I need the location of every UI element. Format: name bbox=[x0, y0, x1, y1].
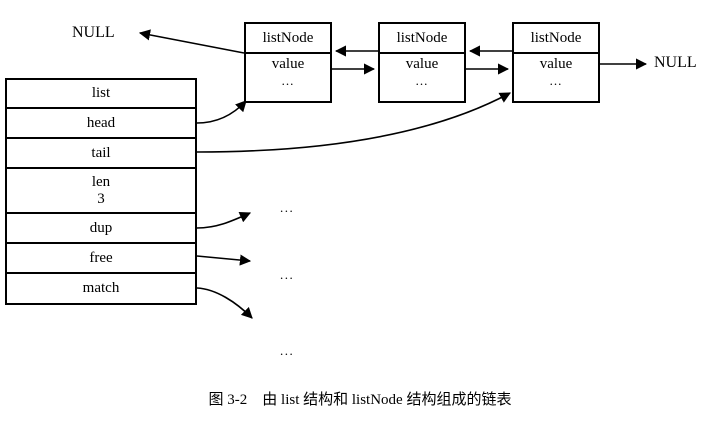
null-label-right: NULL bbox=[654, 54, 697, 71]
list-field-head-label: head bbox=[86, 114, 116, 131]
list-field-tail: tail bbox=[7, 139, 195, 169]
list-node-1-title: listNode bbox=[246, 24, 330, 54]
list-node-3: listNode value ... bbox=[512, 22, 600, 103]
arrow-head-to-node1 bbox=[196, 100, 247, 124]
list-field-len-value: 3 bbox=[97, 190, 105, 207]
list-node-2-body: value ... bbox=[380, 54, 464, 101]
list-node-2-more: ... bbox=[415, 72, 429, 88]
list-field-dup: dup bbox=[7, 214, 195, 244]
list-node-1-body: value ... bbox=[246, 54, 330, 101]
list-field-match-label: match bbox=[82, 280, 120, 296]
list-node-1: listNode value ... bbox=[244, 22, 332, 103]
list-field-free-label: free bbox=[89, 249, 113, 266]
list-field-free: free bbox=[7, 244, 195, 274]
list-field-len: len 3 bbox=[7, 169, 195, 214]
list-field-len-label: len bbox=[91, 173, 111, 190]
figure-caption: 图 3-2 由 list 结构和 listNode 结构组成的链表 bbox=[208, 392, 512, 408]
arrow-match-to-callback bbox=[196, 287, 253, 319]
list-field-dup-label: dup bbox=[89, 219, 113, 236]
list-struct-title: list bbox=[91, 85, 111, 101]
list-node-1-more: ... bbox=[281, 72, 295, 88]
null-label-left: NULL bbox=[72, 24, 115, 41]
callback-target-2: ... bbox=[280, 267, 295, 282]
list-field-head: head bbox=[7, 109, 195, 139]
arrow-free-to-callback bbox=[196, 254, 252, 266]
arrow-node1-prev-null bbox=[138, 29, 245, 54]
list-struct-title-row: list bbox=[7, 80, 195, 109]
list-field-tail-label: tail bbox=[91, 144, 111, 161]
list-node-2-title: listNode bbox=[380, 24, 464, 54]
list-node-2-value: value bbox=[405, 56, 439, 72]
arrow-dup-to-callback bbox=[196, 212, 252, 229]
callback-target-3: ... bbox=[280, 343, 295, 358]
list-node-2: listNode value ... bbox=[378, 22, 466, 103]
list-struct-table: list head tail len 3 dup free match bbox=[5, 78, 197, 305]
list-node-3-more: ... bbox=[549, 72, 563, 88]
list-node-3-value: value bbox=[539, 56, 573, 72]
list-node-3-title: listNode bbox=[514, 24, 598, 54]
list-node-1-value: value bbox=[271, 56, 305, 72]
callback-target-1: ... bbox=[280, 200, 295, 215]
list-field-match: match bbox=[7, 274, 195, 303]
list-node-3-body: value ... bbox=[514, 54, 598, 101]
